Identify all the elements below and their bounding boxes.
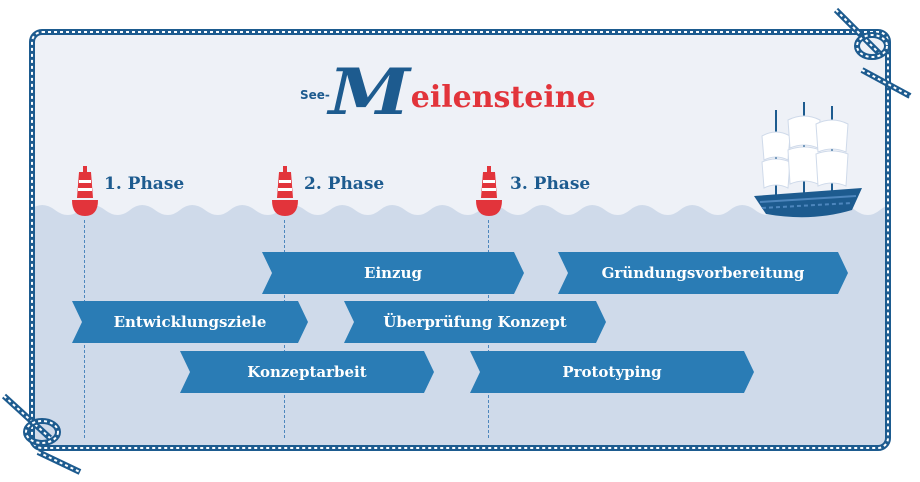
buoy-icon <box>476 166 502 216</box>
buoy-icon <box>72 166 98 216</box>
phase-2-label: 2. Phase <box>304 174 385 194</box>
title-rest: eilensteine <box>410 79 596 115</box>
buoy-icon <box>272 166 298 216</box>
bar-gruendungsvorbereitung: Gründungsvorbereitung <box>558 252 848 294</box>
title-initial: M <box>328 55 411 130</box>
bar-konzeptarbeit: Konzeptarbeit <box>180 351 434 393</box>
bar-ueberpruefung-konzept: Überprüfung Konzept <box>344 301 606 343</box>
ship-icon <box>754 102 862 218</box>
bar-prototyping: Prototyping <box>470 351 754 393</box>
phase-3-label: 3. Phase <box>510 174 591 194</box>
bar-einzug: Einzug <box>262 252 524 294</box>
title-prefix: See- <box>300 88 330 102</box>
diagram-title: See- M eilensteine <box>300 58 596 128</box>
phase-1-label: 1. Phase <box>104 174 185 194</box>
bar-entwicklungsziele: Entwicklungsziele <box>72 301 308 343</box>
